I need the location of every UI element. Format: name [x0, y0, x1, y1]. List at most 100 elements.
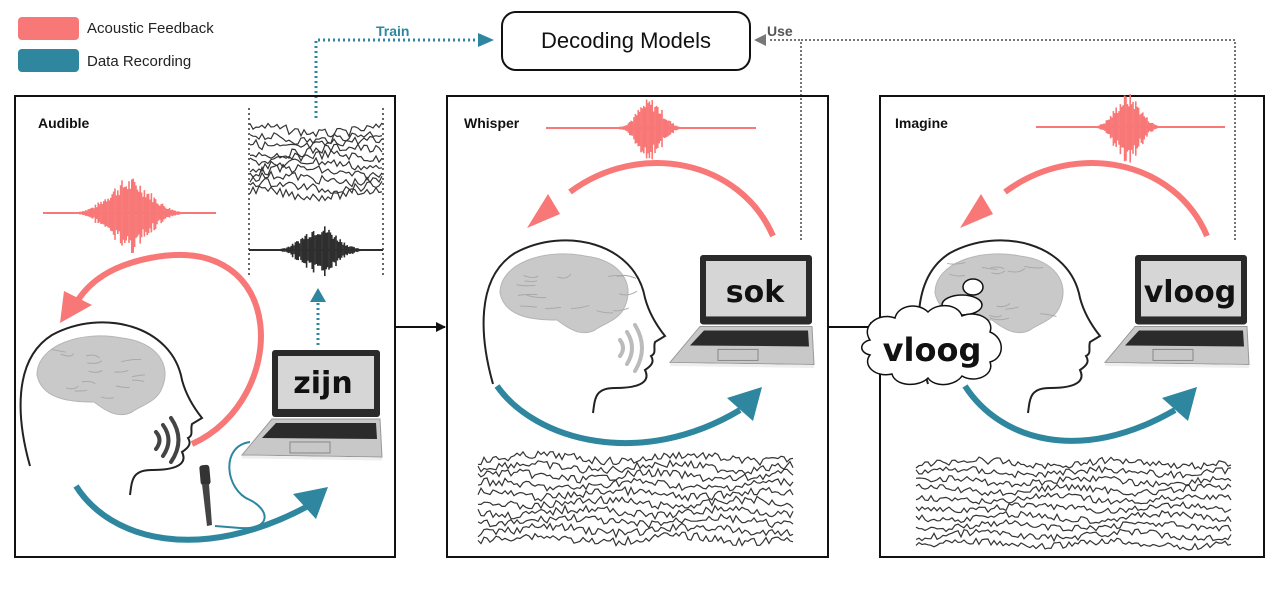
- legend-label: Data Recording: [87, 53, 191, 70]
- panel-title-audible: Audible: [38, 115, 90, 131]
- legend-item-acoustic-feedback: Acoustic Feedback: [18, 17, 214, 40]
- laptop-keyboard: [1125, 330, 1244, 347]
- neural-traces: [915, 456, 1232, 551]
- feedback-arc: [75, 252, 264, 447]
- neural-trace: [477, 467, 794, 484]
- train-flow: Train: [314, 23, 494, 118]
- upload-arrowhead-icon: [310, 288, 326, 302]
- legend-item-data-recording: Data Recording: [18, 49, 191, 72]
- neural-trace: [249, 185, 383, 203]
- neural-trace: [915, 509, 1232, 524]
- neural-trace: [249, 131, 383, 145]
- neural-trace: [915, 501, 1232, 514]
- acoustic-waveform: [43, 178, 216, 253]
- neural-trace: [477, 513, 794, 529]
- recorded-audio-waveform: [249, 226, 383, 277]
- head-outline: [19, 321, 204, 496]
- neural-trace: [249, 177, 383, 195]
- panel-imagine: vloog vloog: [861, 94, 1250, 551]
- decoding-models-label: Decoding Models: [541, 28, 711, 53]
- neural-trace: [915, 518, 1232, 533]
- recording-arrowhead-icon: [1162, 387, 1197, 421]
- legend-label: Acoustic Feedback: [87, 20, 214, 37]
- legend-swatch-recording: [18, 49, 79, 72]
- neural-trace: [249, 149, 383, 167]
- neural-trace: [477, 477, 794, 492]
- panel-title-whisper: Whisper: [464, 115, 520, 131]
- laptop: [1103, 255, 1250, 368]
- laptop-trackpad: [1152, 348, 1194, 361]
- feedback-arrowhead-icon: [527, 194, 560, 228]
- panel-audible: zijn: [19, 108, 384, 543]
- neural-trace: [915, 483, 1232, 497]
- laptop-trackpad: [717, 348, 759, 361]
- recording-arrowhead-icon: [293, 487, 328, 519]
- neural-trace: [249, 170, 383, 188]
- laptop-keyboard: [690, 330, 809, 347]
- feedback-arrowhead-icon: [960, 194, 993, 228]
- speech-waves-icon: [618, 323, 644, 373]
- feedback-arc: [1003, 160, 1210, 238]
- neural-trace: [915, 528, 1232, 543]
- head-outline: [482, 239, 667, 414]
- train-label: Train: [376, 23, 409, 39]
- laptop: [240, 350, 383, 461]
- neural-trace: [249, 122, 383, 138]
- speech-waves-icon: [154, 416, 181, 464]
- thought-word: vloog: [883, 331, 982, 369]
- neural-trace: [915, 464, 1232, 480]
- laptop-screen: [278, 356, 374, 409]
- panel-title-imagine: Imagine: [895, 115, 948, 131]
- laptop: [668, 255, 815, 368]
- neural-trace: [249, 135, 383, 151]
- use-flow: Use: [754, 23, 1236, 240]
- laptop-trackpad: [289, 441, 331, 454]
- neural-trace: [477, 450, 794, 467]
- recording-arc: [494, 384, 742, 447]
- legend: Acoustic Feedback Data Recording: [18, 17, 214, 72]
- neural-trace: [249, 163, 383, 181]
- train-arrowhead-icon: [478, 33, 494, 47]
- train-connector: [314, 38, 490, 118]
- head-silhouette: [482, 239, 667, 414]
- recording-arc: [962, 384, 1177, 444]
- feedback-arc: [568, 160, 776, 238]
- laptop-screen-word: zijn: [293, 366, 352, 401]
- neural-trace: [477, 522, 794, 539]
- neural-trace: [477, 504, 794, 521]
- acoustic-waveform: [1036, 94, 1225, 163]
- recording-arrowhead-icon: [727, 387, 762, 421]
- neural-traces: [249, 122, 383, 203]
- feedback-arrowhead-icon: [60, 291, 92, 323]
- decoding-models-node: Decoding Models: [501, 11, 751, 71]
- neural-trace: [477, 485, 794, 502]
- neural-trace: [477, 495, 794, 510]
- head-silhouette: [917, 239, 1102, 414]
- neural-trace: [249, 156, 383, 173]
- neural-trace: [915, 474, 1232, 488]
- brain-icon: [499, 253, 638, 334]
- legend-swatch-feedback: [18, 17, 79, 40]
- neural-trace: [915, 456, 1232, 471]
- laptop-screen: [1141, 261, 1241, 317]
- neural-trace: [915, 492, 1232, 505]
- recording-inset: [248, 108, 384, 277]
- neural-trace: [477, 531, 794, 547]
- laptop-screen-word: vloog: [1144, 275, 1237, 310]
- use-arrowhead-icon: [754, 34, 766, 46]
- recording-arc: [73, 484, 312, 543]
- neural-trace: [477, 459, 794, 475]
- panel-whisper: sok: [477, 99, 815, 547]
- acoustic-waveform: [546, 99, 756, 160]
- use-label: Use: [767, 23, 793, 39]
- thought-cloud: vloog: [861, 304, 1002, 386]
- neural-trace: [915, 537, 1232, 551]
- laptop-screen-word: sok: [726, 275, 785, 310]
- laptop-screen: [706, 261, 806, 317]
- brain-icon: [36, 335, 166, 416]
- use-connector: [800, 39, 1236, 240]
- neural-trace: [249, 142, 383, 160]
- laptop-keyboard: [262, 422, 377, 439]
- head-silhouette: [19, 321, 204, 496]
